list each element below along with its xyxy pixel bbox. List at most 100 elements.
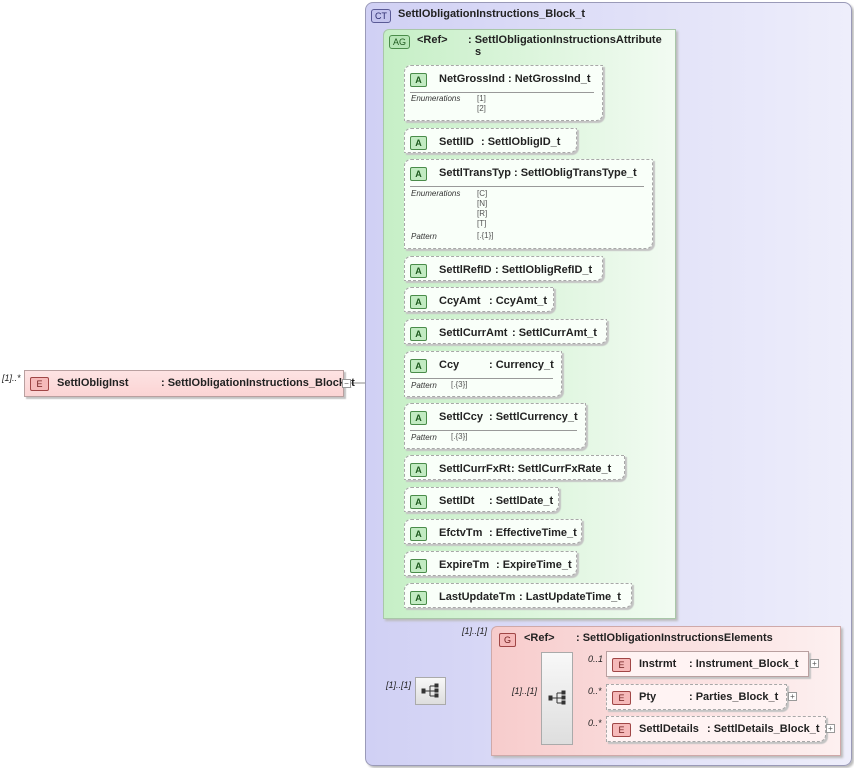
facet-label: Pattern xyxy=(411,232,437,241)
attribute-badge: A xyxy=(410,591,427,605)
attribute-group-ref: <Ref> xyxy=(417,34,448,46)
attribute-group-badge: AG xyxy=(389,35,411,49)
facet-value: [2] xyxy=(477,104,486,113)
root-element[interactable]: E SettlObligInst : SettlObligationInstru… xyxy=(24,370,355,397)
group-cardinality: [1]..[1] xyxy=(462,626,488,636)
element-name: Instrmt xyxy=(639,658,677,670)
attribute-badge: A xyxy=(410,411,427,425)
attribute-name: SettlCurrFxRt xyxy=(439,463,511,475)
facet-divider xyxy=(410,378,553,379)
expand-toggle[interactable]: + xyxy=(810,659,819,668)
attribute-type: : SettlCurrency_t xyxy=(489,411,578,423)
root-element-name: SettlObligInst xyxy=(57,377,129,389)
sequence-compositor[interactable] xyxy=(415,677,446,705)
attribute-name: SettlRefID xyxy=(439,264,492,276)
root-element-type: : SettlObligationInstructions_Block_t xyxy=(161,377,355,389)
attribute-lastupdatetm[interactable]: A LastUpdateTm : LastUpdateTime_t xyxy=(404,583,632,608)
attribute-netgrossind[interactable]: A NetGrossInd : NetGrossInd_t Enumeratio… xyxy=(404,65,603,121)
element-badge: E xyxy=(612,691,631,705)
attribute-settlid[interactable]: A SettlID : SettlObligID_t xyxy=(404,128,577,153)
element-badge: E xyxy=(612,658,631,672)
attribute-name: EfctvTm xyxy=(439,527,483,539)
complex-type-title: SettlObligationInstructions_Block_t xyxy=(398,8,586,20)
complex-type-badge: CT xyxy=(371,9,391,23)
element-type: : Parties_Block_t xyxy=(689,691,779,703)
facet-label: Enumerations xyxy=(411,94,461,103)
attribute-badge: A xyxy=(410,527,427,541)
attribute-settlcurramt[interactable]: A SettlCurrAmt : SettlCurrAmt_t xyxy=(404,319,607,344)
attribute-type: : EffectiveTime_t xyxy=(489,527,577,539)
attribute-name: LastUpdateTm xyxy=(439,591,516,603)
attribute-name: SettlID xyxy=(439,136,474,148)
sequence-icon xyxy=(421,683,439,698)
attribute-badge: A xyxy=(410,295,427,309)
element-badge: E xyxy=(30,377,49,391)
attribute-badge: A xyxy=(410,73,427,87)
expand-toggle[interactable]: + xyxy=(826,724,835,733)
attribute-name: SettlCcy xyxy=(439,411,484,423)
facet-label: Pattern xyxy=(411,433,437,442)
element-settldetails[interactable]: E SettlDetails : SettlDetails_Block_t xyxy=(606,716,826,742)
attribute-type: : LastUpdateTime_t xyxy=(519,591,621,603)
attribute-badge: A xyxy=(410,327,427,341)
attribute-type: : SettlObligID_t xyxy=(481,136,561,148)
facet-divider xyxy=(410,186,644,187)
attribute-expiretm[interactable]: A ExpireTm : ExpireTime_t xyxy=(404,551,577,576)
inner-sequence-cardinality: [1]..[1] xyxy=(512,686,538,696)
element-pty[interactable]: E Pty : Parties_Block_t xyxy=(606,684,787,710)
attribute-type: : NetGrossInd_t xyxy=(508,73,591,85)
attribute-badge: A xyxy=(410,359,427,373)
attribute-settldt[interactable]: A SettlDt : SettlDate_t xyxy=(404,487,559,512)
facet-value: [C] xyxy=(477,189,488,198)
attribute-badge: A xyxy=(410,167,427,181)
facet-value: [.{3}] xyxy=(451,380,468,389)
attribute-type: : SettlDate_t xyxy=(489,495,554,507)
element-cardinality: 0..1 xyxy=(588,654,604,664)
attribute-type: : SettlObligTransType_t xyxy=(514,167,637,179)
group-badge: G xyxy=(499,633,516,647)
attribute-efctvtm[interactable]: A EfctvTm : EffectiveTime_t xyxy=(404,519,582,544)
element-cardinality: 0..* xyxy=(588,686,602,696)
attribute-settlrefid[interactable]: A SettlRefID : SettlObligRefID_t xyxy=(404,256,603,281)
attribute-type: : SettlCurrAmt_t xyxy=(512,327,597,339)
inner-sequence-compositor[interactable] xyxy=(541,652,573,745)
sequence-icon xyxy=(548,690,566,705)
expand-toggle[interactable]: + xyxy=(788,692,797,701)
element-cardinality: 0..* xyxy=(588,718,602,728)
element-type: : Instrument_Block_t xyxy=(689,658,799,670)
element-name: Pty xyxy=(639,691,657,703)
attribute-name: SettlTransTyp xyxy=(439,167,511,179)
facet-value: [1] xyxy=(477,94,486,103)
facet-label: Enumerations xyxy=(411,189,461,198)
attribute-settlccy[interactable]: A SettlCcy : SettlCurrency_t Pattern [.{… xyxy=(404,403,586,449)
sequence-cardinality: [1]..[1] xyxy=(386,680,412,690)
facet-value: [N] xyxy=(477,199,488,208)
facet-value: [.{3}] xyxy=(451,432,468,441)
attribute-name: SettlDt xyxy=(439,495,475,507)
facet-value: [R] xyxy=(477,209,488,218)
facet-divider xyxy=(410,92,594,93)
attribute-group-name: : SettlObligationInstructionsAttribute xyxy=(468,34,662,46)
attribute-type: : CcyAmt_t xyxy=(489,295,548,307)
root-cardinality: [1]..* xyxy=(2,373,21,383)
attribute-name: CcyAmt xyxy=(439,295,481,307)
attribute-ccyamt[interactable]: A CcyAmt : CcyAmt_t xyxy=(404,287,554,312)
group-ref: <Ref> xyxy=(524,632,555,644)
attribute-group-name-wrap: s xyxy=(475,46,482,58)
attribute-badge: A xyxy=(410,559,427,573)
facet-value: [.{1}] xyxy=(477,231,494,240)
attribute-type: : SettlCurrFxRate_t xyxy=(511,463,612,475)
attribute-ccy[interactable]: A Ccy : Currency_t Pattern [.{3}] xyxy=(404,351,562,397)
attribute-badge: A xyxy=(410,264,427,278)
facet-value: [T] xyxy=(477,219,487,228)
attribute-name: Ccy xyxy=(439,359,460,371)
element-name: SettlDetails xyxy=(639,723,699,735)
element-instrmt[interactable]: E Instrmt : Instrument_Block_t xyxy=(606,651,809,677)
group-name: : SettlObligationInstructionsElements xyxy=(576,632,773,644)
attribute-settltranstyp[interactable]: A SettlTransTyp : SettlObligTransType_t … xyxy=(404,159,653,249)
collapse-toggle[interactable]: − xyxy=(342,379,351,388)
attribute-type: : Currency_t xyxy=(489,359,554,371)
attribute-badge: A xyxy=(410,136,427,150)
attribute-settlcurrfxrt[interactable]: A SettlCurrFxRt : SettlCurrFxRate_t xyxy=(404,455,625,480)
attribute-badge: A xyxy=(410,495,427,509)
